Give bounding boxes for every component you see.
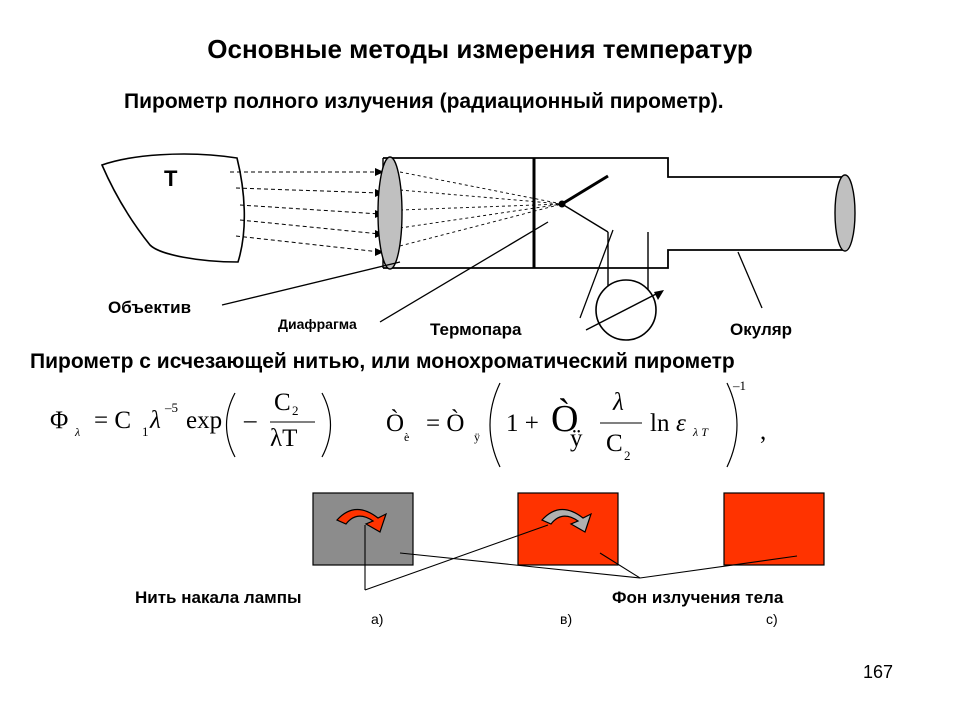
formula2-epsilon-sub: λ T [693,425,708,439]
formula1-c-sub: 1 [142,424,149,439]
formula2-lambda: λ [613,389,624,416]
radiation-rays [230,171,381,253]
formula1-numerator: C [274,389,291,416]
section-heading-disappearing-filament-pyrometer: Пирометр с исчезающей нитью, или монохро… [30,350,735,373]
formula1-denominator: λT [270,425,298,452]
formula1-lambda-sub: λ [75,425,81,439]
panel-a-label: а) [371,611,384,627]
thermocouple-wire-1 [561,174,609,206]
formula2-t2-sub: ÿ [474,430,480,444]
formula2-comma: , [760,418,767,445]
formula2-c2: C [606,430,623,457]
objective-lens [377,156,403,270]
formula1-phi: Φ [50,407,69,434]
eyepiece-label: Окуляр [730,320,793,339]
background-label: Фон излучения тела [612,588,784,607]
formula1-lambda: λ [150,407,161,434]
formula2-power: –1 [733,378,746,393]
panel-b-red [517,492,619,566]
formula2-t-sub: è [404,430,410,444]
formula1-exponent: –5 [165,400,178,415]
filament-arc-gray [541,508,593,533]
panel-c-label: с) [766,611,778,627]
formula2-ln: ln [650,410,670,437]
thermocouple-label: Термопара [430,320,522,339]
formula1-minus: – [244,407,257,434]
section-heading-radiation-pyrometer: Пирометр полного излучения (радиационный… [124,90,724,113]
formula2-epsilon: ε [676,410,686,437]
formula2-big-t-sub: ÿ [570,425,583,452]
panel-c-red [723,492,825,566]
filament-label: Нить накала лампы [135,588,302,607]
thermocouple-wire-2 [561,203,609,233]
eyepiece-lens [834,174,856,252]
panel-b-label: в) [560,611,573,627]
object-temperature-label: Т [164,166,178,191]
page-number: 167 [862,662,893,682]
formula1-eq-c: = C [94,407,132,434]
panel-a-gray [312,492,414,566]
heated-object [100,153,246,263]
formula2-t: Ò [386,410,405,437]
formula2-eq-t: = Ò [426,410,465,437]
slide-title: Основные методы измерения температур [207,34,753,64]
filament-arc-red [336,508,388,533]
formula1-numerator-sub: 2 [292,403,299,418]
diaphragm-label: Диафрагма [278,316,357,332]
formula1-exp: exp [186,407,223,434]
focus-rays [399,171,563,247]
formula2-big-t: Ò [551,398,579,440]
formula2-c2-sub: 2 [624,448,631,463]
pyrometer-housing [383,157,843,269]
formula2-one-plus: 1 + [506,410,539,437]
objective-label: Объектив [108,298,192,317]
